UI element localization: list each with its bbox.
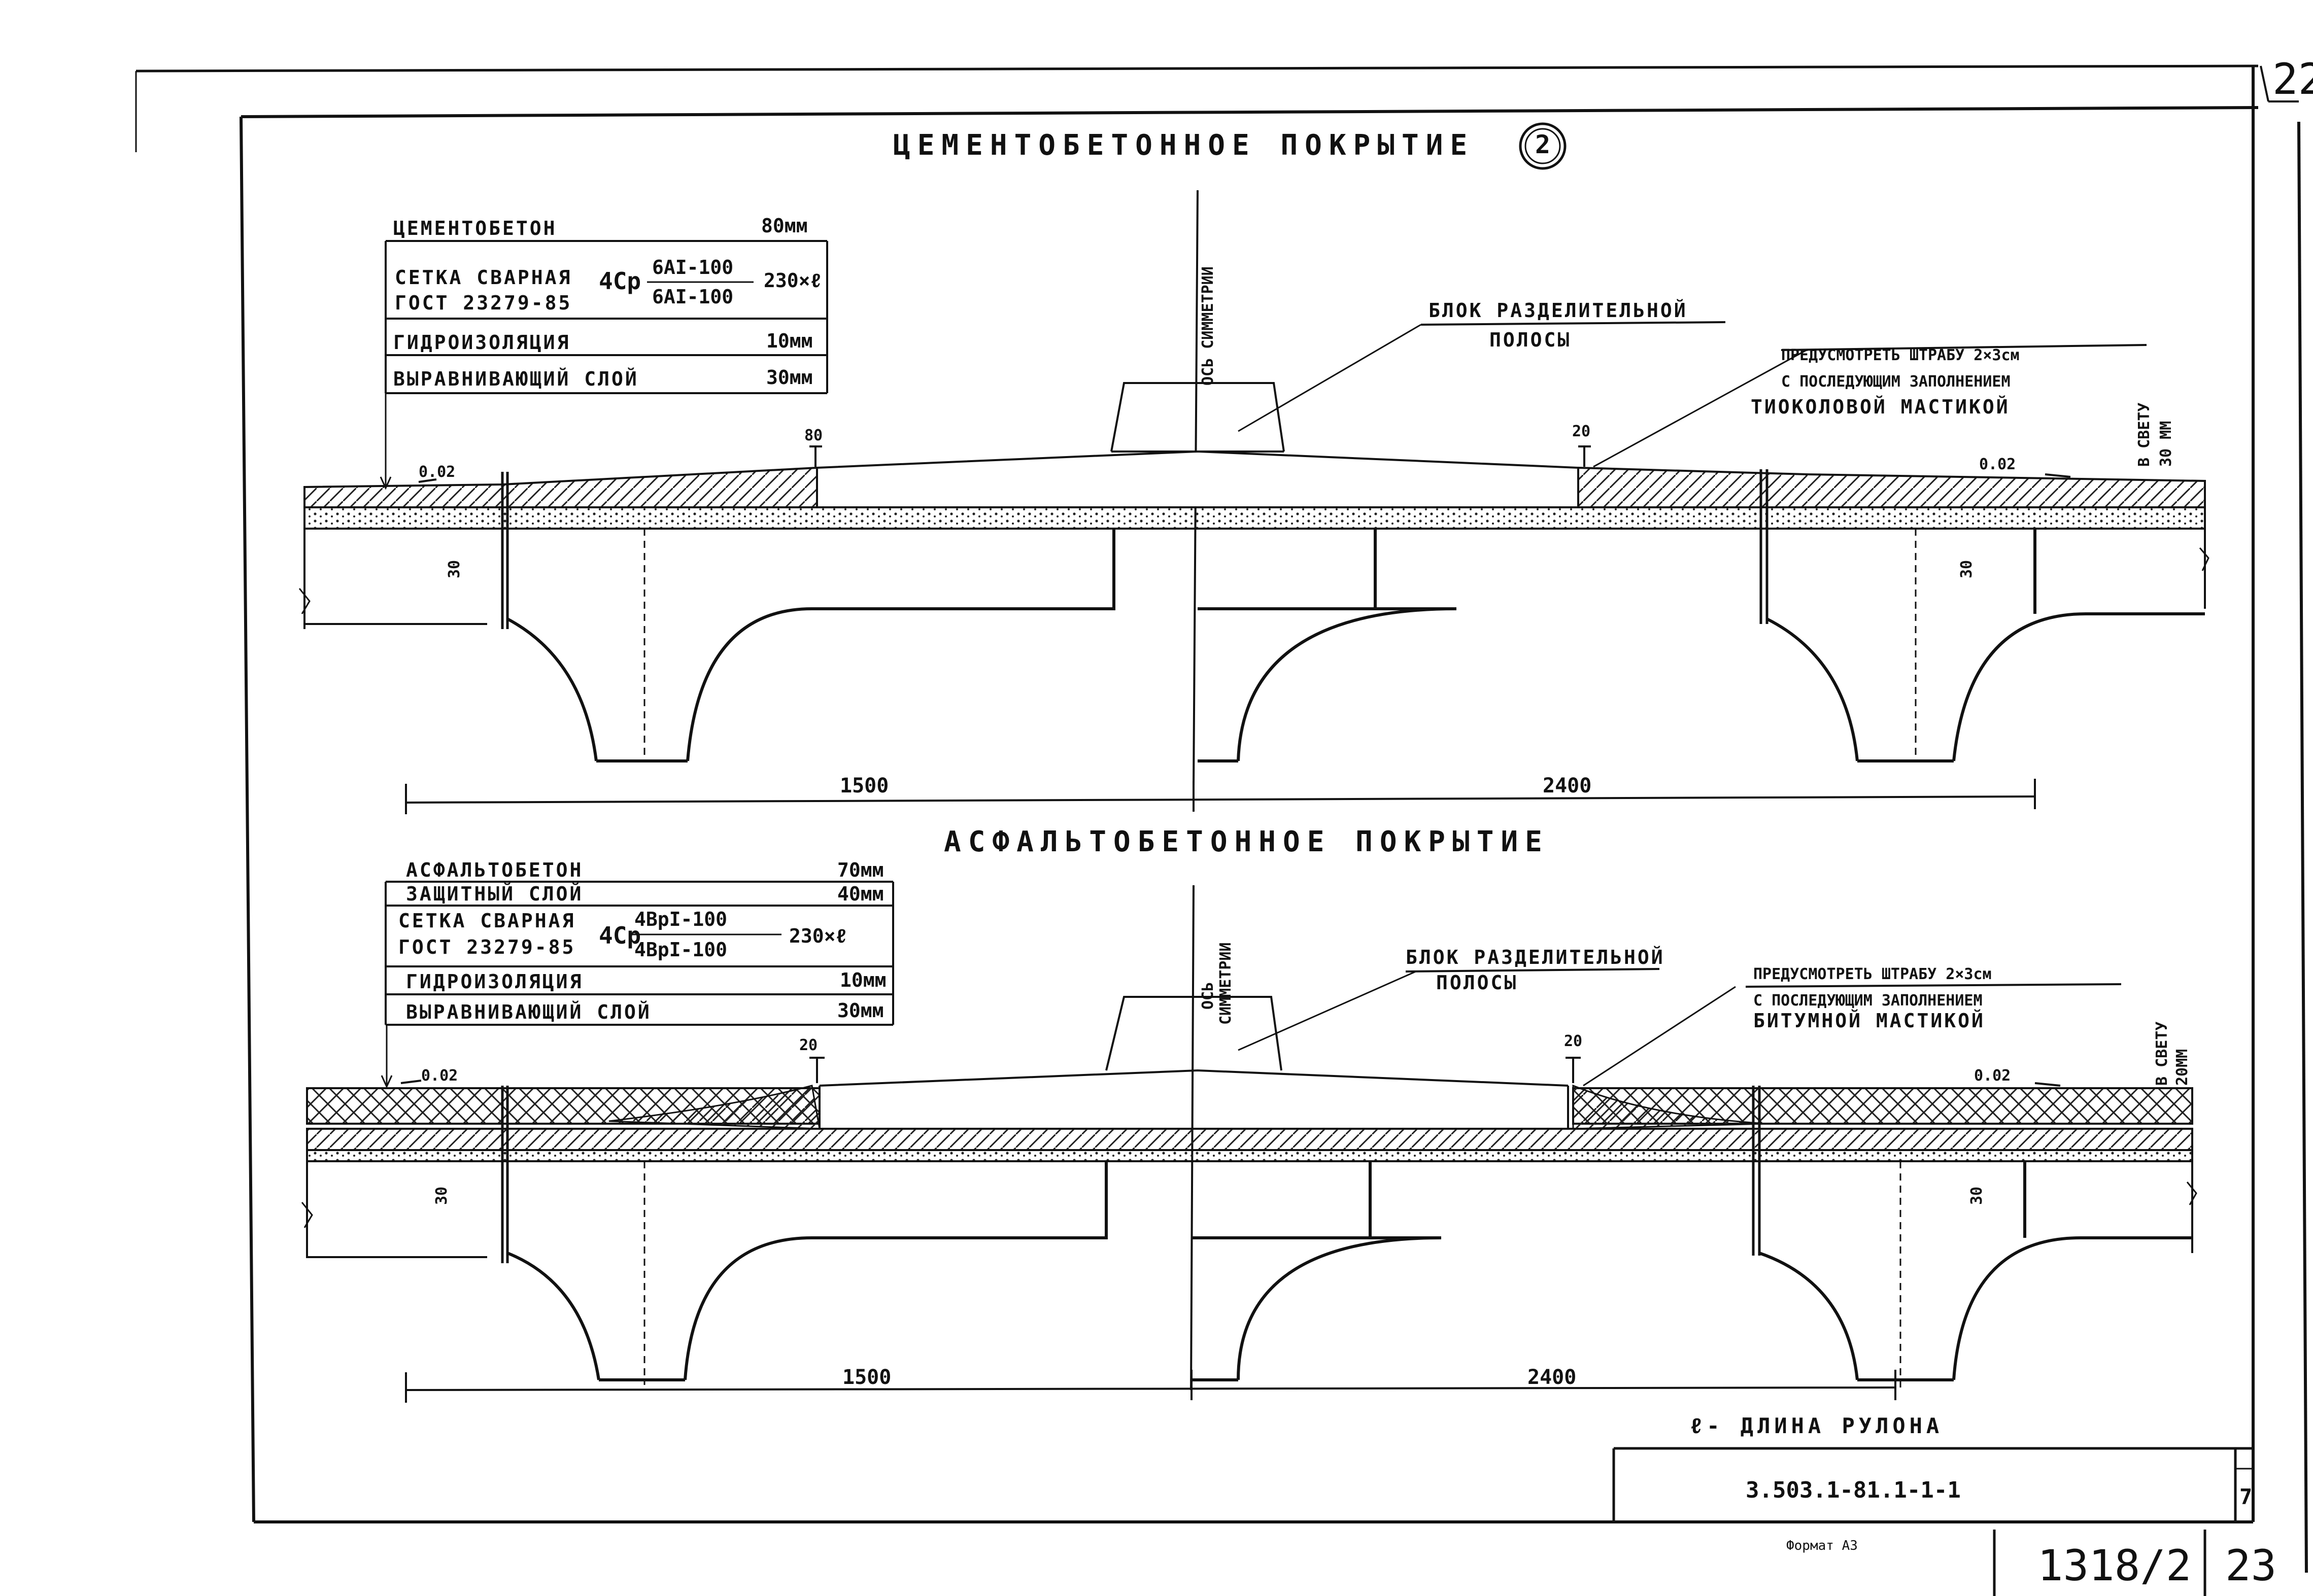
page-number: 23 (2225, 1541, 2276, 1590)
layer-name: ЗАЩИТНЫЙ СЛОЙ (406, 883, 583, 905)
layer-value: 70мм (837, 859, 884, 881)
axis-label: ОСЬ (1199, 982, 1217, 1010)
mesh-numerator: 6АI-100 (652, 256, 733, 279)
slope-left: 0.02 (421, 1067, 458, 1085)
corner-number: 22 (2272, 54, 2313, 104)
dimension-lines (400, 968, 2122, 1403)
block-label: БЛОК РАЗДЕЛИТЕЛЬНОЙ (1428, 299, 1688, 322)
layer-value: 10мм (766, 330, 813, 352)
divider-block (1110, 382, 1285, 453)
side-note: В СВЕТУ (2153, 1022, 2171, 1086)
slope-right: 0.02 (1974, 1067, 2011, 1085)
frame (135, 64, 2308, 1573)
dim-span-1500: 1500 (842, 1366, 891, 1389)
block-label: ПОЛОСЫ (1489, 329, 1571, 351)
mesh-denominator: 4ВрI-100 (634, 939, 727, 961)
pavement-layers (298, 450, 2209, 629)
dim-span-2400: 2400 (1527, 1366, 1576, 1389)
layer-name: АСФАЛЬТОБЕТОН (406, 859, 583, 881)
groove-note: ТИОКОЛОВОЙ МАСТИКОЙ (1751, 396, 2010, 418)
format-label: Формат А3 (1786, 1538, 1858, 1553)
album-number: 1318/2 (2037, 1541, 2191, 1590)
block-label: БЛОК РАЗДЕЛИТЕЛЬНОЙ (1406, 946, 1665, 968)
layer-name: ГИДРОИЗОЛЯЦИЯ (406, 970, 583, 993)
layer-name: ВЫРАВНИВАЮЩИЙ СЛОЙ (406, 1001, 652, 1023)
mesh-denominator: 6АI-100 (652, 286, 733, 308)
dim-span-2400: 2400 (1543, 774, 1591, 797)
section-asphalt: АСФАЛЬТОБЕТОННОЕ ПОКРЫТИЕ АСФАЛЬТОБЕТОН … (301, 825, 2197, 1403)
side-note: В СВЕТУ (2135, 403, 2153, 467)
side-note: 20ММ (2173, 1049, 2191, 1086)
pavement-layers (301, 1084, 2197, 1263)
dim-span-1500: 1500 (840, 774, 889, 797)
slope-left: 0.02 (419, 463, 455, 481)
layer-value: 80мм (761, 215, 808, 237)
slope-right: 0.02 (1979, 456, 2016, 473)
title-block (1612, 1447, 2253, 1596)
sheet-number: 7 (2239, 1484, 2252, 1509)
thickness-right: 30 (1968, 1187, 1986, 1205)
axis-label: ОСЬ СИММЕТРИИ (1199, 266, 1217, 386)
block-label: ПОЛОСЫ (1436, 972, 1518, 994)
gap-right: 20 (1572, 423, 1590, 440)
axis-label: СИММЕТРИИ (1217, 942, 1235, 1025)
layer-name: ЦЕМЕНТОБЕТОН (393, 217, 557, 239)
groove-note: ПРЕДУСМОТРЕТЬ ШТРАБУ 2×3см (1753, 965, 1992, 983)
girders (506, 529, 2205, 762)
svg-text:2: 2 (1535, 130, 1550, 159)
layer-table: АСФАЛЬТОБЕТОН 70мм ЗАЩИТНЫЙ СЛОЙ 40мм СЕ… (381, 859, 894, 1089)
layer-name: ВЫРАВНИВАЮЩИЙ СЛОЙ (393, 368, 639, 390)
layer-value: 30мм (837, 999, 884, 1022)
layer-name: СЕТКА СВАРНАЯ (395, 266, 572, 289)
girders (506, 1161, 2192, 1387)
groove-note: ПРЕДУСМОТРЕТЬ ШТРАБУ 2×3см (1781, 346, 2020, 364)
layer-table: ЦЕМЕНТОБЕТОН 80мм СЕТКА СВАРНАЯ ГОСТ 232… (380, 215, 828, 490)
layer-value: 10мм (840, 969, 887, 991)
legend-note: ℓ- ДЛИНА РУЛОНА (1690, 1413, 1943, 1438)
layer-name: ГИДРОИЗОЛЯЦИЯ (393, 331, 570, 354)
mesh-prefix: 4Ср (599, 922, 641, 949)
mesh-prefix: 4Ср (599, 267, 641, 295)
section-title: ЦЕМЕНТОБЕТОННОЕ ПОКРЫТИЕ (893, 129, 1474, 162)
gap-left: 80 (804, 427, 823, 444)
mesh-suffix: 230×ℓ (789, 925, 847, 947)
layer-value: 30мм (766, 366, 813, 389)
layer-value: 40мм (837, 883, 884, 905)
layer-standard: ГОСТ 23279-85 (398, 936, 575, 958)
section-cement: ЦЕМЕНТОБЕТОННОЕ ПОКРЫТИЕ 2 ЦЕМЕНТОБЕТОН … (298, 122, 2209, 814)
groove-note: БИТУМНОЙ МАСТИКОЙ (1753, 1010, 1985, 1032)
groove-note: С ПОСЛЕДУЮЩИМ ЗАПОЛНЕНИЕМ (1753, 992, 1983, 1010)
section-title: АСФАЛЬТОБЕТОННОЕ ПОКРЫТИЕ (944, 825, 1549, 858)
layer-standard: ГОСТ 23279-85 (395, 292, 572, 314)
gap-right: 20 (1564, 1032, 1582, 1050)
layer-name: СЕТКА СВАРНАЯ (398, 910, 575, 932)
thickness-left: 30 (433, 1187, 451, 1205)
side-note: 30 ММ (2157, 421, 2175, 467)
mesh-suffix: 230×ℓ (764, 269, 822, 292)
groove-note: С ПОСЛЕДУЮЩИМ ЗАПОЛНЕНИЕМ (1781, 373, 2011, 391)
circle-mark: 2 (1519, 122, 1567, 170)
thickness-right: 30 (1958, 560, 1976, 578)
drawing-code: 3.503.1-81.1-1-1 (1746, 1477, 1961, 1503)
thickness-left: 30 (446, 560, 463, 578)
gap-left: 20 (799, 1036, 818, 1054)
dimension-lines (405, 321, 2147, 814)
mesh-numerator: 4ВрI-100 (634, 908, 727, 930)
